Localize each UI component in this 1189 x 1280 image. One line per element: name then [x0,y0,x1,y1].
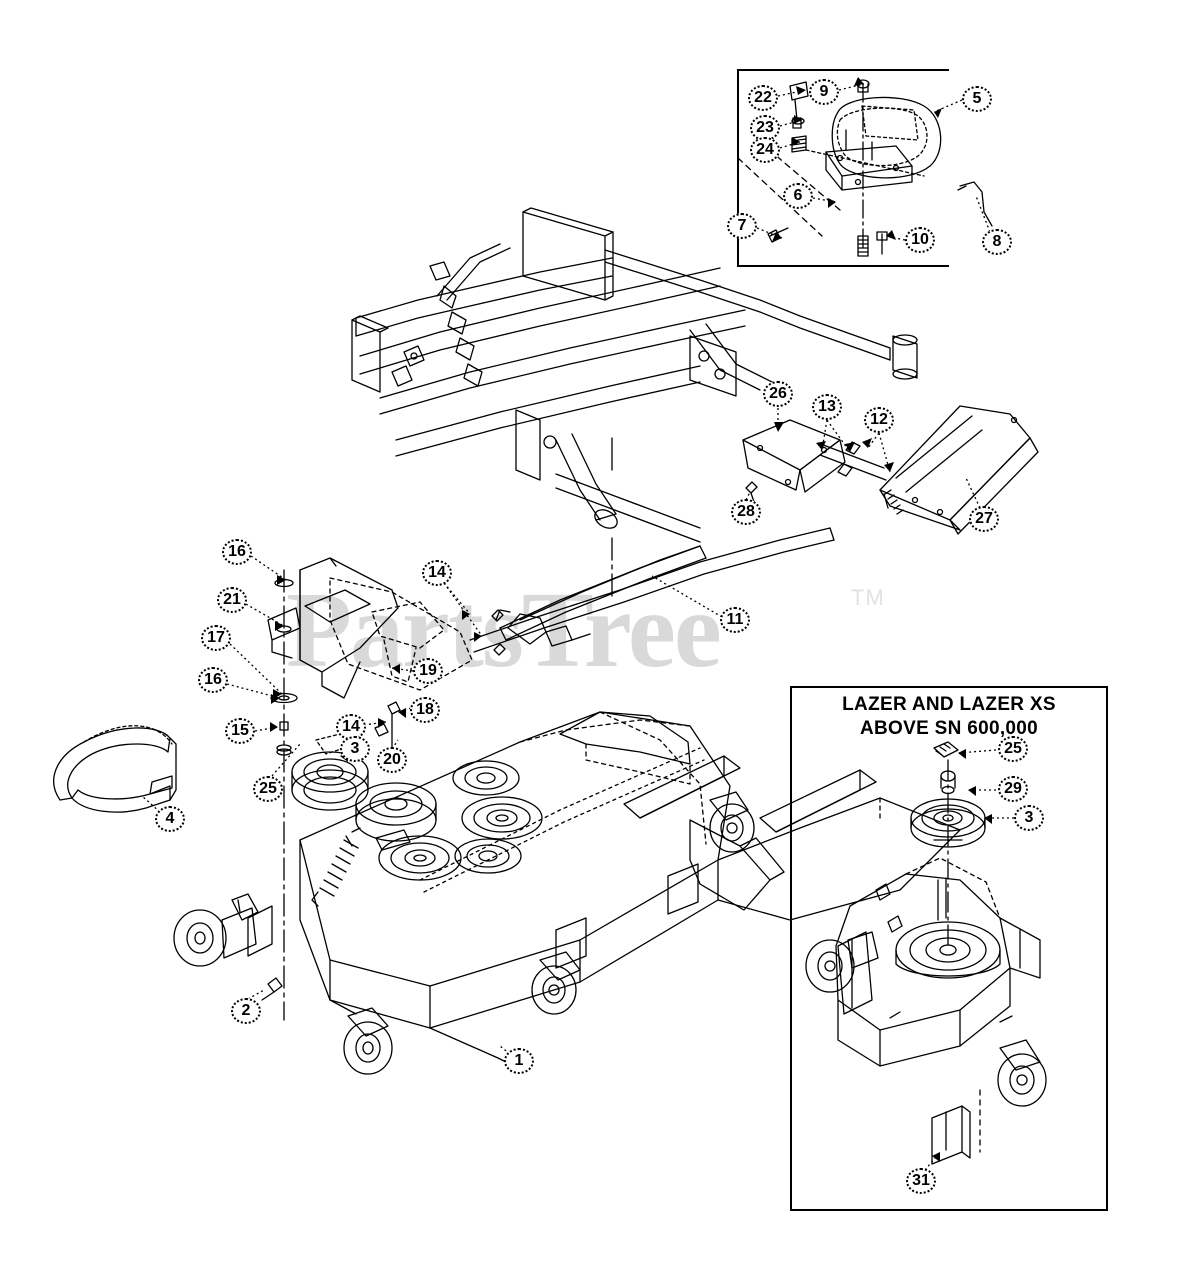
callout-2[interactable]: 2 [231,998,261,1024]
callout-16[interactable]: 16 [222,539,252,565]
callout-11[interactable]: 11 [720,607,750,633]
deck-pulleys [291,731,543,881]
callout-28[interactable]: 28 [731,499,761,525]
callout-22[interactable]: 22 [748,85,778,111]
callout-25[interactable]: 25 [998,736,1028,762]
callout-16[interactable]: 16 [198,667,228,693]
callout-21[interactable]: 21 [217,587,247,613]
drive-belt [53,725,177,813]
callout-19[interactable]: 19 [413,658,443,684]
callout-3[interactable]: 3 [340,736,370,762]
deflector-panel [329,577,473,691]
deck-caster-wheels [173,791,755,1075]
callout-18[interactable]: 18 [410,697,440,723]
callout-31[interactable]: 31 [906,1168,936,1194]
callout-23[interactable]: 23 [750,115,780,141]
idler-tension-spring [311,827,361,907]
deck-fastener-2 [261,977,283,1001]
callout-10[interactable]: 10 [905,227,935,253]
callout-27[interactable]: 27 [969,506,999,532]
inset-panel-top [737,69,949,267]
callout-6[interactable]: 6 [783,183,813,209]
callout-5[interactable]: 5 [962,86,992,112]
callout-29[interactable]: 29 [998,776,1028,802]
callout-24[interactable]: 24 [750,137,780,163]
callout-4[interactable]: 4 [155,806,185,832]
callout-1[interactable]: 1 [504,1048,534,1074]
callout-7[interactable]: 7 [727,213,757,239]
callout-14[interactable]: 14 [422,560,452,586]
callout-13[interactable]: 13 [812,394,842,420]
callout-3[interactable]: 3 [1014,805,1044,831]
inset-title-line-2: ABOVE SN 600,000 [860,718,1038,739]
callout-20[interactable]: 20 [377,747,407,773]
callout-17[interactable]: 17 [201,625,231,651]
callout-12[interactable]: 12 [864,407,894,433]
callout-26[interactable]: 26 [763,381,793,407]
callout-9[interactable]: 9 [809,79,839,105]
inset-title-line-1: LAZER AND LAZER XS [842,694,1056,715]
deck-leader-1 [429,1027,507,1063]
callout-25[interactable]: 25 [253,776,283,802]
lift-frame-assembly [351,207,918,641]
callout-15[interactable]: 15 [225,718,255,744]
callout-8[interactable]: 8 [982,229,1012,255]
baffle-bracket-assembly [742,405,1039,535]
inset-panel-bottom [790,686,1108,1211]
